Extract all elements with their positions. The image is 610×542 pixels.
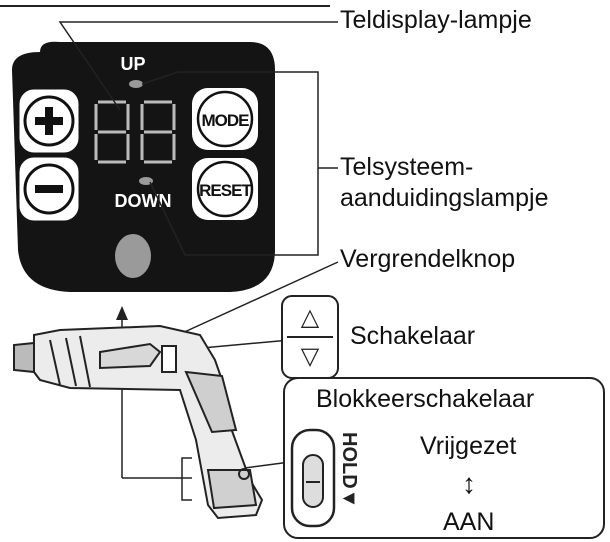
drill-illustration <box>13 324 264 520</box>
hold-released-label: Vrijgezet <box>420 432 517 460</box>
callout-lock-button: Vergrendelknop <box>340 245 516 273</box>
switch-box: △ ▽ <box>281 295 339 379</box>
down-lamp <box>139 177 153 185</box>
reset-label: RESET <box>199 181 252 200</box>
minus-icon <box>35 185 63 193</box>
callout-switch: Schakelaar <box>350 322 476 350</box>
reset-button[interactable]: RESET <box>192 158 258 220</box>
count-display <box>94 100 176 164</box>
mode-button[interactable]: MODE <box>192 88 258 150</box>
up-label: UP <box>120 54 145 74</box>
minus-button[interactable] <box>19 157 79 221</box>
callout-count-system-lamp-line2: aanduidingslampje <box>340 184 549 212</box>
lock-button[interactable] <box>115 234 151 278</box>
mode-label: MODE <box>202 111 250 130</box>
switch-down-arrow[interactable]: ▽ <box>301 343 320 370</box>
callout-count-display-lamp: Teldisplay-lampje <box>340 6 532 34</box>
plus-button[interactable] <box>19 89 79 153</box>
hold-on-label: AAN <box>443 508 495 536</box>
hold-box: HOLD▼ <box>283 377 605 539</box>
hold-box-title: Blokkeerschakelaar <box>316 385 535 413</box>
up-lamp <box>129 80 143 88</box>
callout-count-system-lamp-line1: Telsysteem- <box>340 153 474 181</box>
hold-arrow-icon: ↕ <box>462 468 476 499</box>
hold-label: HOLD▼ <box>338 432 360 508</box>
callout-arrowhead <box>116 306 128 320</box>
switch-up-arrow[interactable]: △ <box>301 304 320 331</box>
